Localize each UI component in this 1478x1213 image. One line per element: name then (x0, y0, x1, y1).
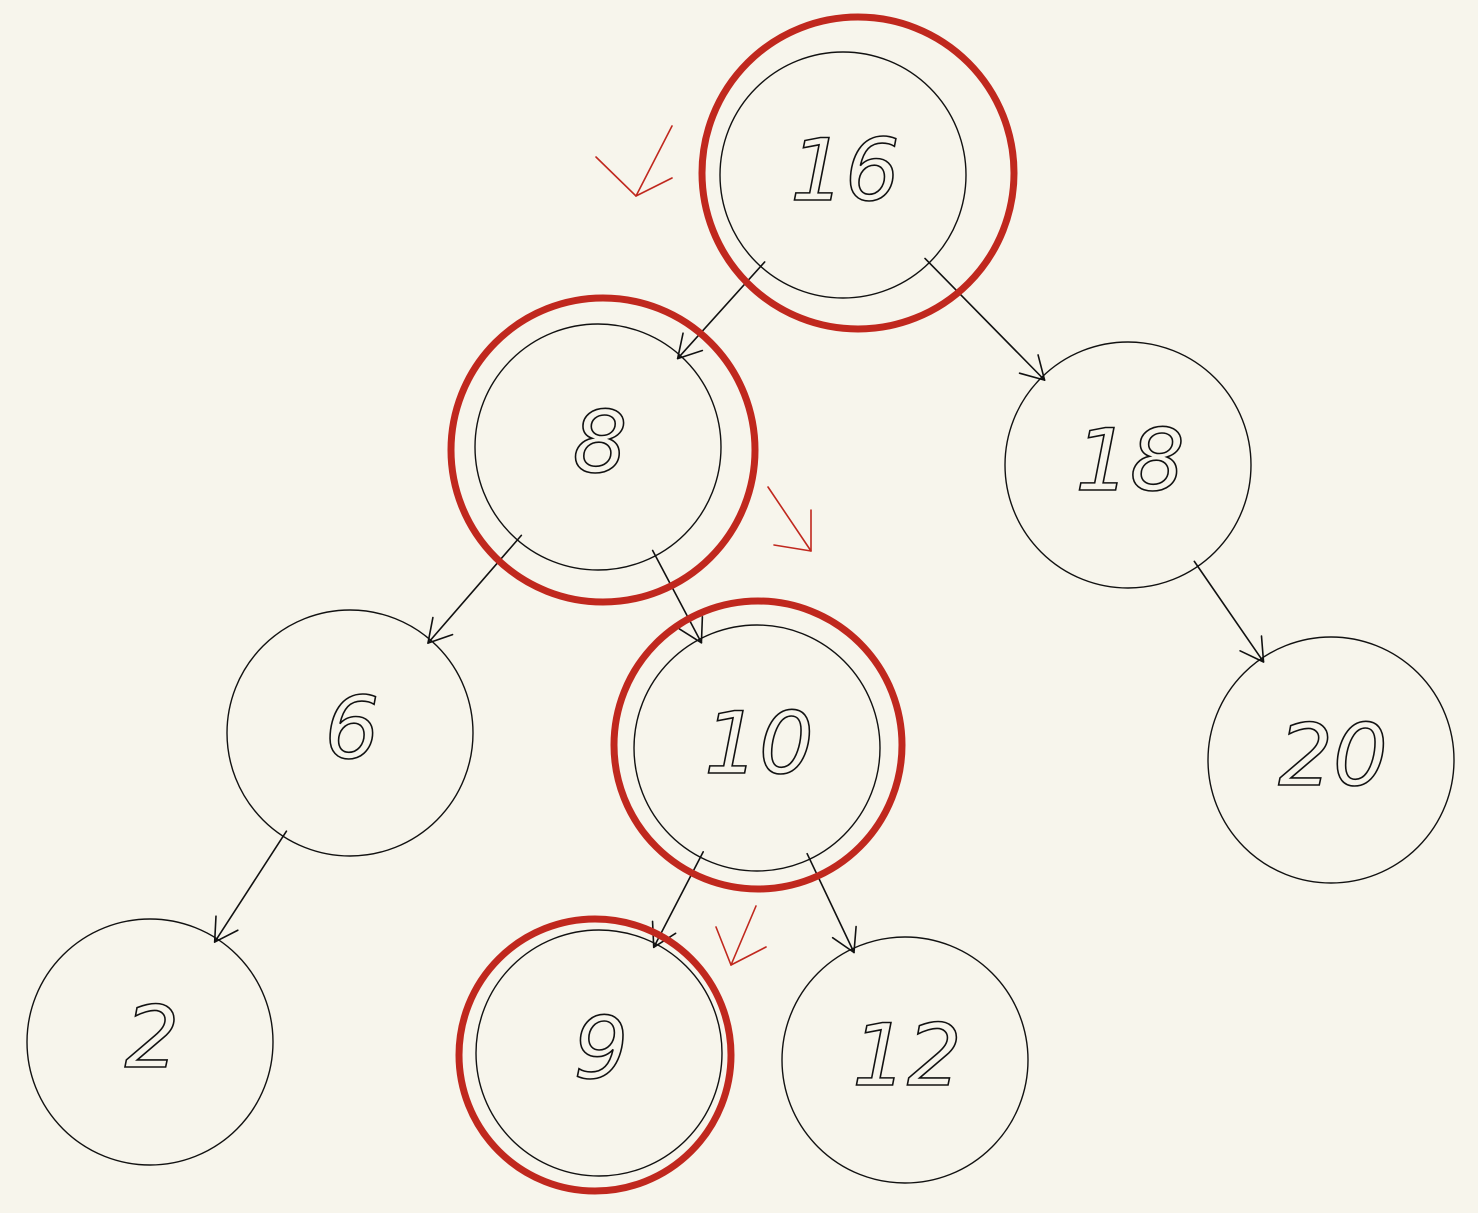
tree-node-9: 9 (455, 915, 735, 1195)
node-value: 18 (1075, 411, 1184, 511)
direction-mark-left-icon (595, 125, 673, 197)
arrowhead (1239, 635, 1265, 663)
node-circle (1004, 341, 1252, 589)
tree-node-2: 2 (26, 918, 274, 1166)
node-value: 20 (1278, 706, 1387, 806)
node-circle (1207, 636, 1455, 884)
edge-n8-to-n6 (427, 534, 523, 644)
node-circle (475, 929, 723, 1177)
node-circle (226, 609, 474, 857)
tree-node-20: 20 (1207, 636, 1455, 884)
tree-node-18: 18 (1004, 341, 1252, 589)
node-value: 2 (125, 988, 180, 1088)
arrowhead (213, 915, 239, 943)
tree-node-10: 10 (610, 597, 906, 893)
node-circle (474, 323, 722, 571)
node-value: 12 (852, 1006, 961, 1106)
arrowhead (1018, 354, 1046, 381)
search-path-highlight-ring (698, 13, 1018, 333)
node-value: 10 (704, 694, 813, 794)
direction-mark-right-icon (767, 486, 812, 552)
search-path-highlight-ring (447, 294, 759, 606)
arrowhead (831, 925, 857, 954)
node-circle (781, 936, 1029, 1184)
edge-n8-to-n10 (651, 549, 704, 644)
edge-n10-to-n12 (806, 852, 857, 954)
node-circle (26, 918, 274, 1166)
node-circle (633, 624, 881, 872)
arrowhead (427, 616, 454, 644)
edge-n16-to-n8 (676, 261, 766, 360)
tree-node-12: 12 (781, 936, 1029, 1184)
node-value: 6 (325, 679, 380, 779)
node-value: 8 (573, 393, 628, 493)
edge-n18-to-n20 (1193, 560, 1265, 663)
direction-marks-layer (595, 125, 812, 966)
arrowhead (678, 615, 704, 644)
node-circle (719, 51, 967, 299)
search-path-highlight-ring (610, 597, 906, 893)
nodes-layer: 16 8 18 6 10 20 2 9 12 (26, 13, 1455, 1195)
search-path-highlight-ring (455, 915, 735, 1195)
edge-n16-to-n18 (924, 257, 1046, 381)
direction-mark-left-icon (715, 905, 767, 966)
tree-node-6: 6 (226, 609, 474, 857)
edge-n6-to-n2 (213, 830, 288, 943)
node-value: 9 (574, 999, 629, 1099)
tree-node-8: 8 (447, 294, 759, 606)
node-value: 16 (790, 121, 899, 221)
tree-node-16: 16 (698, 13, 1018, 333)
arrowhead (676, 332, 704, 360)
